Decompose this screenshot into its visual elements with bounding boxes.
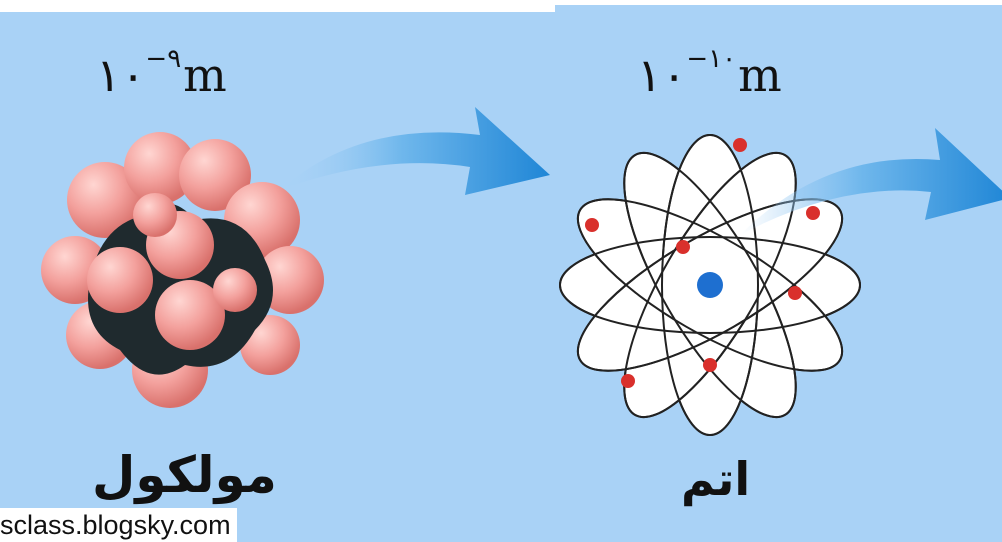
atom-label: اتم (681, 452, 751, 506)
watermark-url: sclass.blogsky.com (0, 508, 237, 542)
atom-illustration (559, 134, 861, 436)
atom-scale-base: ۱۰ (637, 48, 687, 102)
atom-scale-label: ۱۰ −۱۰ m (637, 46, 782, 102)
molecule-inner-spheres (87, 193, 257, 350)
arrow-icon-2 (740, 128, 1002, 235)
molecule-illustration (41, 132, 324, 408)
arrow-icon (280, 107, 550, 195)
molecule-label: مولکول (92, 446, 277, 504)
molecule-scale-label: ۱۰ −۹ m (96, 46, 227, 102)
electrons (585, 138, 820, 388)
molecule-scale-base: ۱۰ (96, 48, 146, 102)
nucleus-icon (697, 272, 723, 298)
atom-scale-exponent: −۱۰ (686, 44, 737, 74)
atom-scale-unit: m (738, 48, 782, 102)
molecule-scale-exponent: −۹ (145, 44, 182, 74)
molecule-scale-unit: m (183, 48, 227, 102)
